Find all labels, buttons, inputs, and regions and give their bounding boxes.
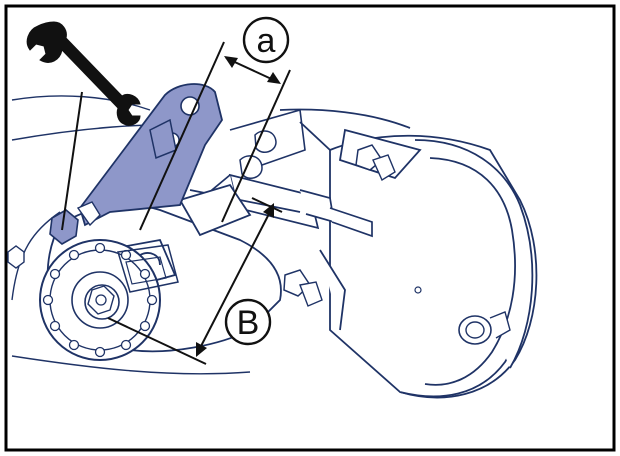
callout-b: B [224, 298, 272, 346]
adjusting-nut [49, 201, 101, 245]
wrench-leader-line [61, 91, 83, 231]
chamber-bolt-head [465, 321, 485, 339]
mount-nut-lower-2 [299, 281, 323, 307]
adjusting-nut-washer [76, 201, 101, 227]
chamber-hole [414, 286, 422, 294]
dimension-b-tick [251, 197, 283, 213]
callout-a-circle [242, 16, 290, 64]
callout-a: a [242, 16, 290, 64]
chamber-bolt-nut [489, 311, 511, 339]
mount-nut-upper-2 [372, 154, 396, 182]
side-hex-nut [7, 245, 25, 269]
dimension-line-a-right [221, 69, 291, 223]
callout-b-label: B [237, 304, 260, 342]
dimension-arrowheads [196, 56, 281, 357]
callout-b-circle [224, 298, 272, 346]
dimension-lines [107, 41, 291, 365]
gear-housing [39, 239, 179, 361]
lever-pin-hole-upper [180, 96, 200, 116]
callout-a-label: a [257, 22, 276, 60]
wrench-icon [26, 21, 141, 126]
dimension-b-leader [107, 317, 207, 365]
housing-plate [117, 244, 179, 293]
dimension-line-a-left [139, 41, 225, 231]
adjuster-lever-highlight [79, 83, 223, 227]
flange-bolt-circle [42, 242, 158, 358]
chamber-bolts [283, 144, 511, 345]
clevis-pin-2 [239, 155, 263, 179]
clevis-yoke [229, 108, 306, 166]
adjusting-nut-hex [49, 209, 79, 245]
dimension-b-span [197, 207, 273, 353]
